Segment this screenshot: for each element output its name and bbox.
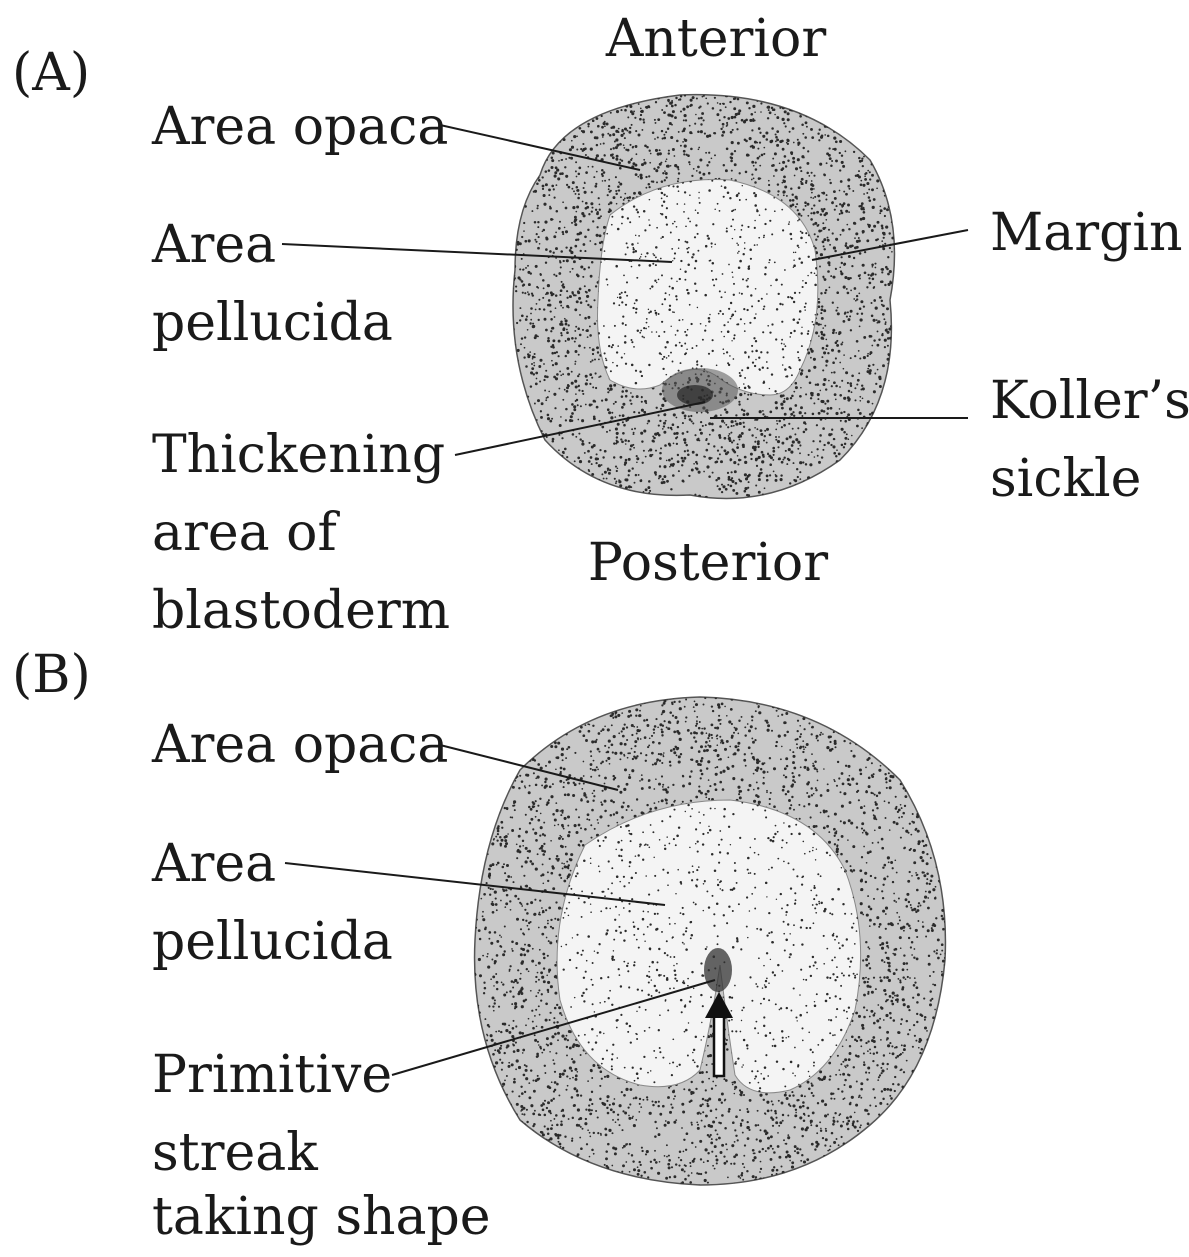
primitive-streak-label-line3: taking shape — [152, 1178, 491, 1256]
area-pellucida-label-a-line1: Area — [152, 206, 276, 284]
panel-b-label: (B) — [12, 636, 91, 714]
margin-label: Margin — [990, 194, 1183, 272]
area-opaca-label-b: Area opaca — [152, 706, 448, 784]
panel-a-label: (A) — [12, 34, 90, 112]
area-pellucida-label-b-line2: pellucida — [152, 903, 393, 981]
embryo-a — [504, 84, 906, 507]
primitive-streak-mark — [704, 948, 732, 992]
thickening-label-line2: area of — [152, 494, 337, 572]
thickening-mark — [677, 385, 713, 405]
kollers-sickle-label-line1: Koller’s — [990, 362, 1189, 440]
area-opaca-label-a: Area opaca — [152, 88, 448, 166]
area-pellucida-label-b-line1: Area — [152, 825, 276, 903]
thickening-label-line1: Thickening — [152, 416, 445, 494]
area-pellucida-label-a-line2: pellucida — [152, 284, 393, 362]
area-pellucida-region — [598, 179, 818, 395]
anterior-label: Anterior — [606, 0, 826, 78]
primitive-streak-label-line1: Primitive — [152, 1036, 392, 1114]
thickening-label-line3: blastoderm — [152, 572, 450, 650]
posterior-label: Posterior — [588, 524, 828, 602]
kollers-sickle-label-line2: sickle — [990, 440, 1141, 518]
embryo-b — [469, 689, 951, 1191]
